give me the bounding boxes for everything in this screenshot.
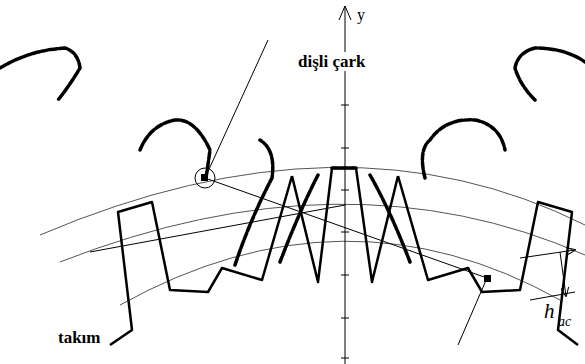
contact-point: [484, 275, 491, 282]
part-name: takım: [56, 328, 103, 347]
dimension-subscript: ac: [556, 314, 573, 330]
gear-teeth: [0, 48, 585, 265]
axis-label: y: [355, 6, 367, 24]
construction-lines: [90, 40, 575, 345]
dimension-symbol: h: [542, 300, 557, 323]
tool-profile: [110, 168, 578, 345]
part-name: dişli çark: [296, 52, 368, 71]
